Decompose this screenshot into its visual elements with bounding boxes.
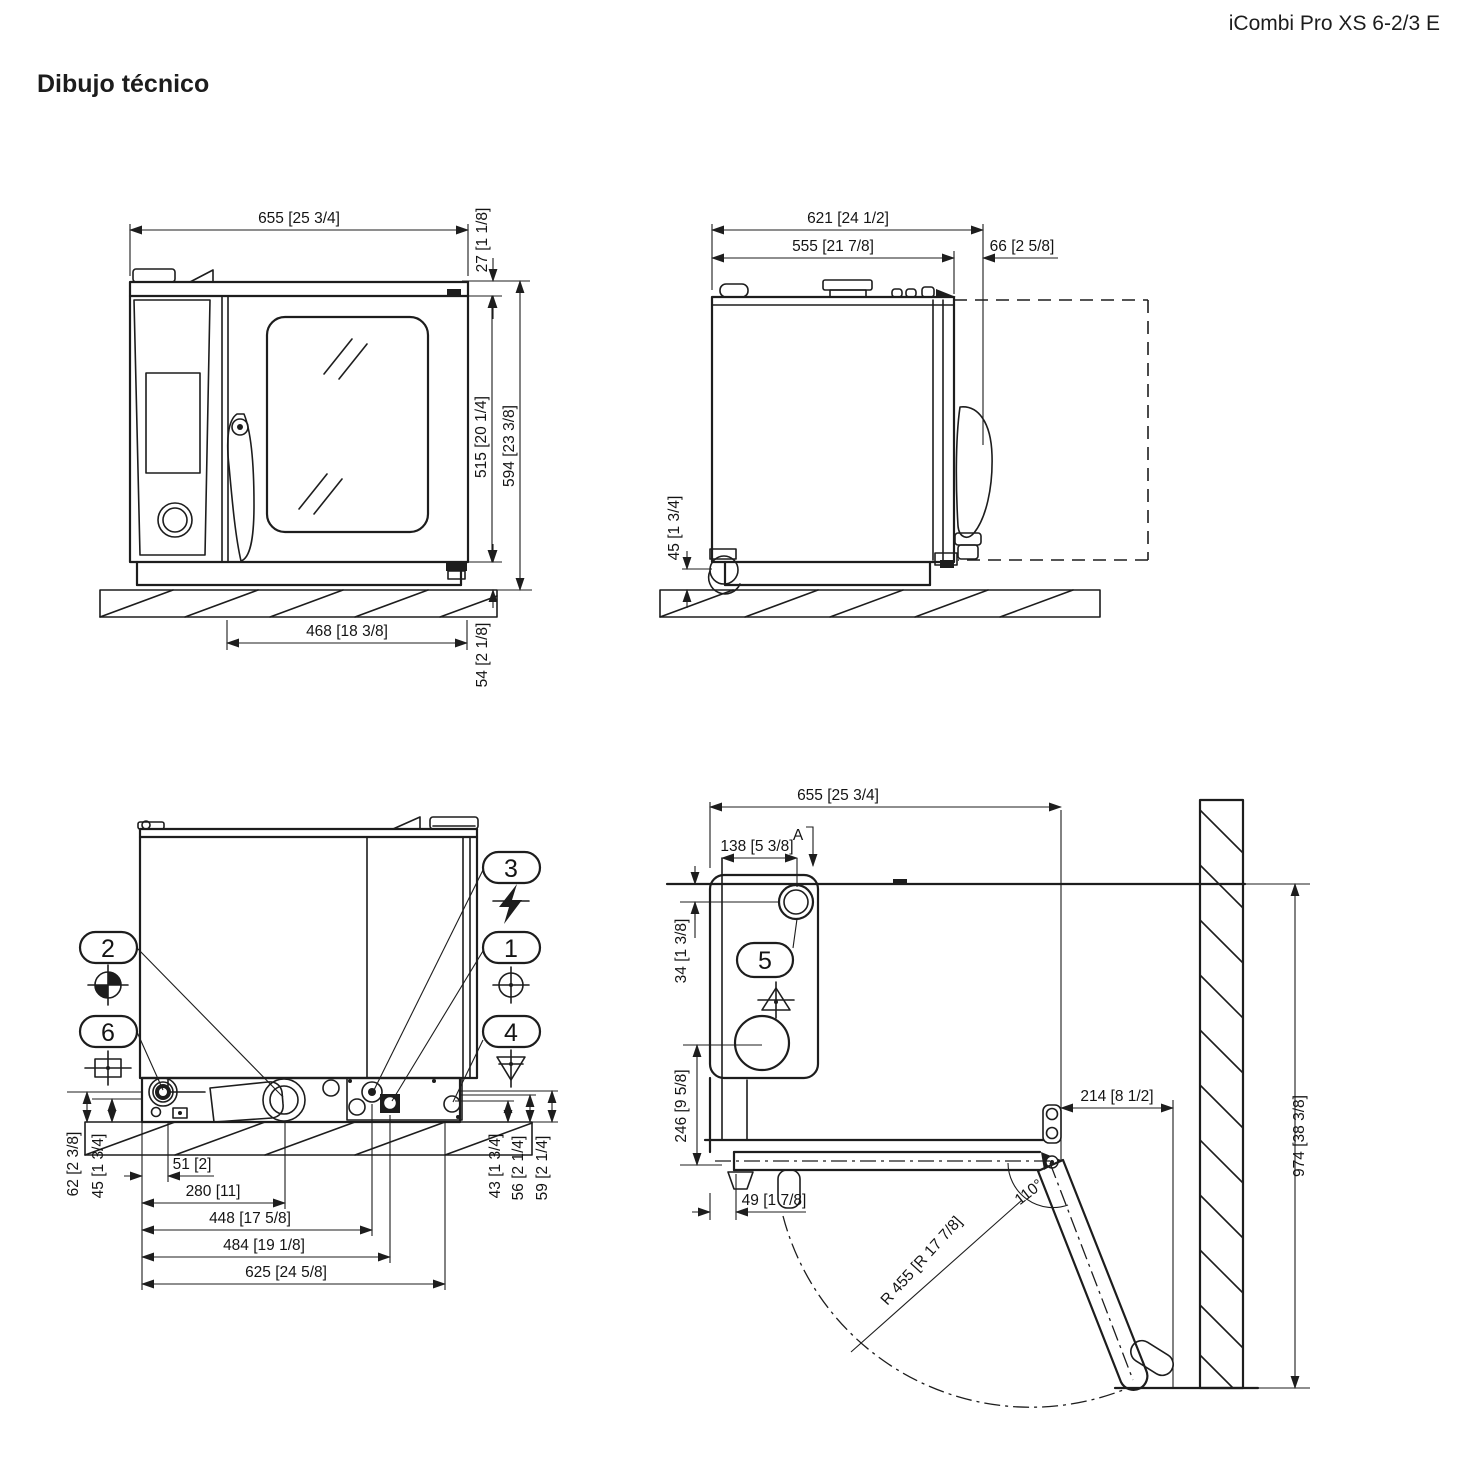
front-counter	[99, 589, 498, 618]
rear-floor	[84, 1121, 533, 1156]
callout-3-bubble	[481, 850, 542, 885]
equipotential-bonding-icon	[84, 1050, 132, 1086]
oven-side-outline	[710, 279, 956, 564]
dim-side-handle-depth: 66 [2 5/8]	[990, 238, 1055, 255]
dim-door-wall: 214 [8 1/2]	[1080, 1088, 1153, 1105]
dim-front-door-width: 468 [18 3/8]	[306, 623, 388, 640]
caster	[709, 555, 739, 585]
cable-gland	[148, 1077, 178, 1107]
dim-front-top-offset: 27 [1 1/8]	[474, 208, 491, 273]
open-door	[1036, 1158, 1174, 1391]
glass-reflection-marks	[298, 338, 368, 515]
wall-section	[1113, 798, 1260, 1390]
electrical-connection-icon	[492, 884, 530, 924]
rear-connection-strip	[140, 1076, 463, 1124]
dim-top-width: 655 [25 3/4]	[797, 787, 879, 804]
side-dimensions: 621 [24 1/2] 555 [21 7/8] 66 [2 5/8] 45 …	[666, 210, 1058, 608]
dim-rear-625: 625 [24 5/8]	[245, 1264, 327, 1281]
side-counter	[659, 589, 1101, 618]
door-stop	[777, 1169, 801, 1209]
electrical-inlet-fitting	[380, 1094, 400, 1113]
section-label-a: A	[793, 827, 804, 844]
door-latch	[447, 289, 461, 296]
callout-6-bubble	[78, 1014, 139, 1049]
rear-dimensions: 62 [2 3/8] 45 [1 3/4] 51 [2] 280 [11] 44…	[65, 1089, 558, 1290]
control-panel	[133, 299, 211, 556]
rear-connection-plate	[708, 873, 820, 1080]
side-base	[707, 548, 958, 595]
door-open-envelope	[954, 299, 1149, 561]
dim-front-total-height: 594 [23 3/8]	[501, 405, 518, 487]
front-view: 655 [25 3/4] 27 [1 1/8] 515 [20 1/4] 594…	[99, 208, 532, 688]
dim-wall-height: 974 [38 3/8]	[1291, 1095, 1308, 1177]
side-view: 621 [24 1/2] 555 [21 7/8] 66 [2 5/8] 45 …	[659, 210, 1149, 618]
side-door-handle	[954, 406, 993, 560]
drain-connection-icon	[496, 1049, 526, 1088]
dim-rear-45: 45 [1 3/4]	[90, 1134, 107, 1199]
page-title: Dibujo técnico	[37, 70, 210, 98]
oven-rear-outline	[137, 816, 479, 1080]
dim-rear-51: 51 [2]	[173, 1156, 212, 1173]
cold-water-connection-icon	[492, 966, 530, 1004]
front-drain-fitting	[446, 563, 467, 580]
callout-4-bubble	[481, 1014, 542, 1049]
water-inlet-fitting	[361, 1081, 383, 1103]
callout-leader-lines	[136, 869, 484, 1103]
rear-callouts: 2 6 3	[78, 850, 542, 1103]
oven-door-front	[221, 295, 430, 563]
dim-vent-x: 138 [5 3/8]	[720, 838, 793, 855]
top-outline	[665, 857, 1247, 1209]
dim-front-body-height: 515 [20 1/4]	[473, 396, 490, 478]
dim-rear-43: 43 [1 3/4]	[487, 1134, 504, 1199]
dim-rear-448: 448 [17 5/8]	[209, 1210, 291, 1227]
touch-display	[145, 372, 201, 474]
dim-left-offset: 49 [1 7/8]	[742, 1192, 807, 1209]
dim-rear-62: 62 [2 3/8]	[65, 1132, 82, 1197]
door-handle-top	[1130, 1339, 1174, 1377]
control-dial	[157, 502, 193, 538]
drain-outlet	[733, 1014, 791, 1072]
rear-view: 2 6 3	[65, 816, 558, 1290]
callout-3-number: 3	[504, 855, 518, 883]
dim-rear-280: 280 [11]	[186, 1183, 241, 1200]
dim-rear-59: 59 [2 1/4]	[534, 1136, 551, 1201]
callout-2-bubble	[78, 930, 139, 965]
door-glass	[265, 315, 430, 534]
drain-pipe	[209, 1078, 306, 1123]
dim-rear-56: 56 [2 1/4]	[510, 1136, 527, 1201]
dim-rear-depth: 246 [9 5/8]	[673, 1069, 690, 1142]
callout-5-bubble	[735, 941, 795, 979]
door-handle	[226, 413, 255, 562]
dim-rear-484: 484 [19 1/8]	[223, 1237, 305, 1254]
door-hinge	[1041, 1104, 1062, 1170]
dim-side-base-clearance: 45 [1 3/4]	[666, 496, 683, 561]
callout-1-bubble	[481, 930, 542, 965]
top-view: R 455 [R 17 7/8] 110°	[665, 787, 1310, 1408]
callout-4-number: 4	[504, 1019, 518, 1047]
callout-6-number: 6	[101, 1019, 115, 1047]
oven-front-outline	[128, 268, 470, 587]
product-name: iCombi Pro XS 6-2/3 E	[1228, 12, 1440, 35]
callout-2-number: 2	[101, 935, 115, 963]
steam-vent-icon	[757, 981, 795, 1019]
dim-front-base-height: 54 [2 1/8]	[474, 623, 491, 688]
dim-door-radius: R 455 [R 17 7/8]	[878, 1213, 966, 1308]
dim-vent-y: 34 [1 3/8]	[673, 919, 690, 984]
callout-1-number: 1	[504, 935, 518, 963]
dim-side-body-depth: 555 [21 7/8]	[792, 238, 874, 255]
callout-5: 5	[735, 918, 798, 1019]
front-dimensions: 655 [25 3/4] 27 [1 1/8] 515 [20 1/4] 594…	[128, 208, 532, 688]
dim-side-total-depth: 621 [24 1/2]	[807, 210, 889, 227]
dim-front-width: 655 [25 3/4]	[258, 210, 340, 227]
top-dimensions: 655 [25 3/4] A 138 [5 3/8] 34 [1 3/8] 24…	[673, 787, 1310, 1390]
callout-5-number: 5	[758, 947, 772, 975]
water-connection-icon	[87, 964, 129, 1006]
front-foot	[727, 1171, 754, 1190]
